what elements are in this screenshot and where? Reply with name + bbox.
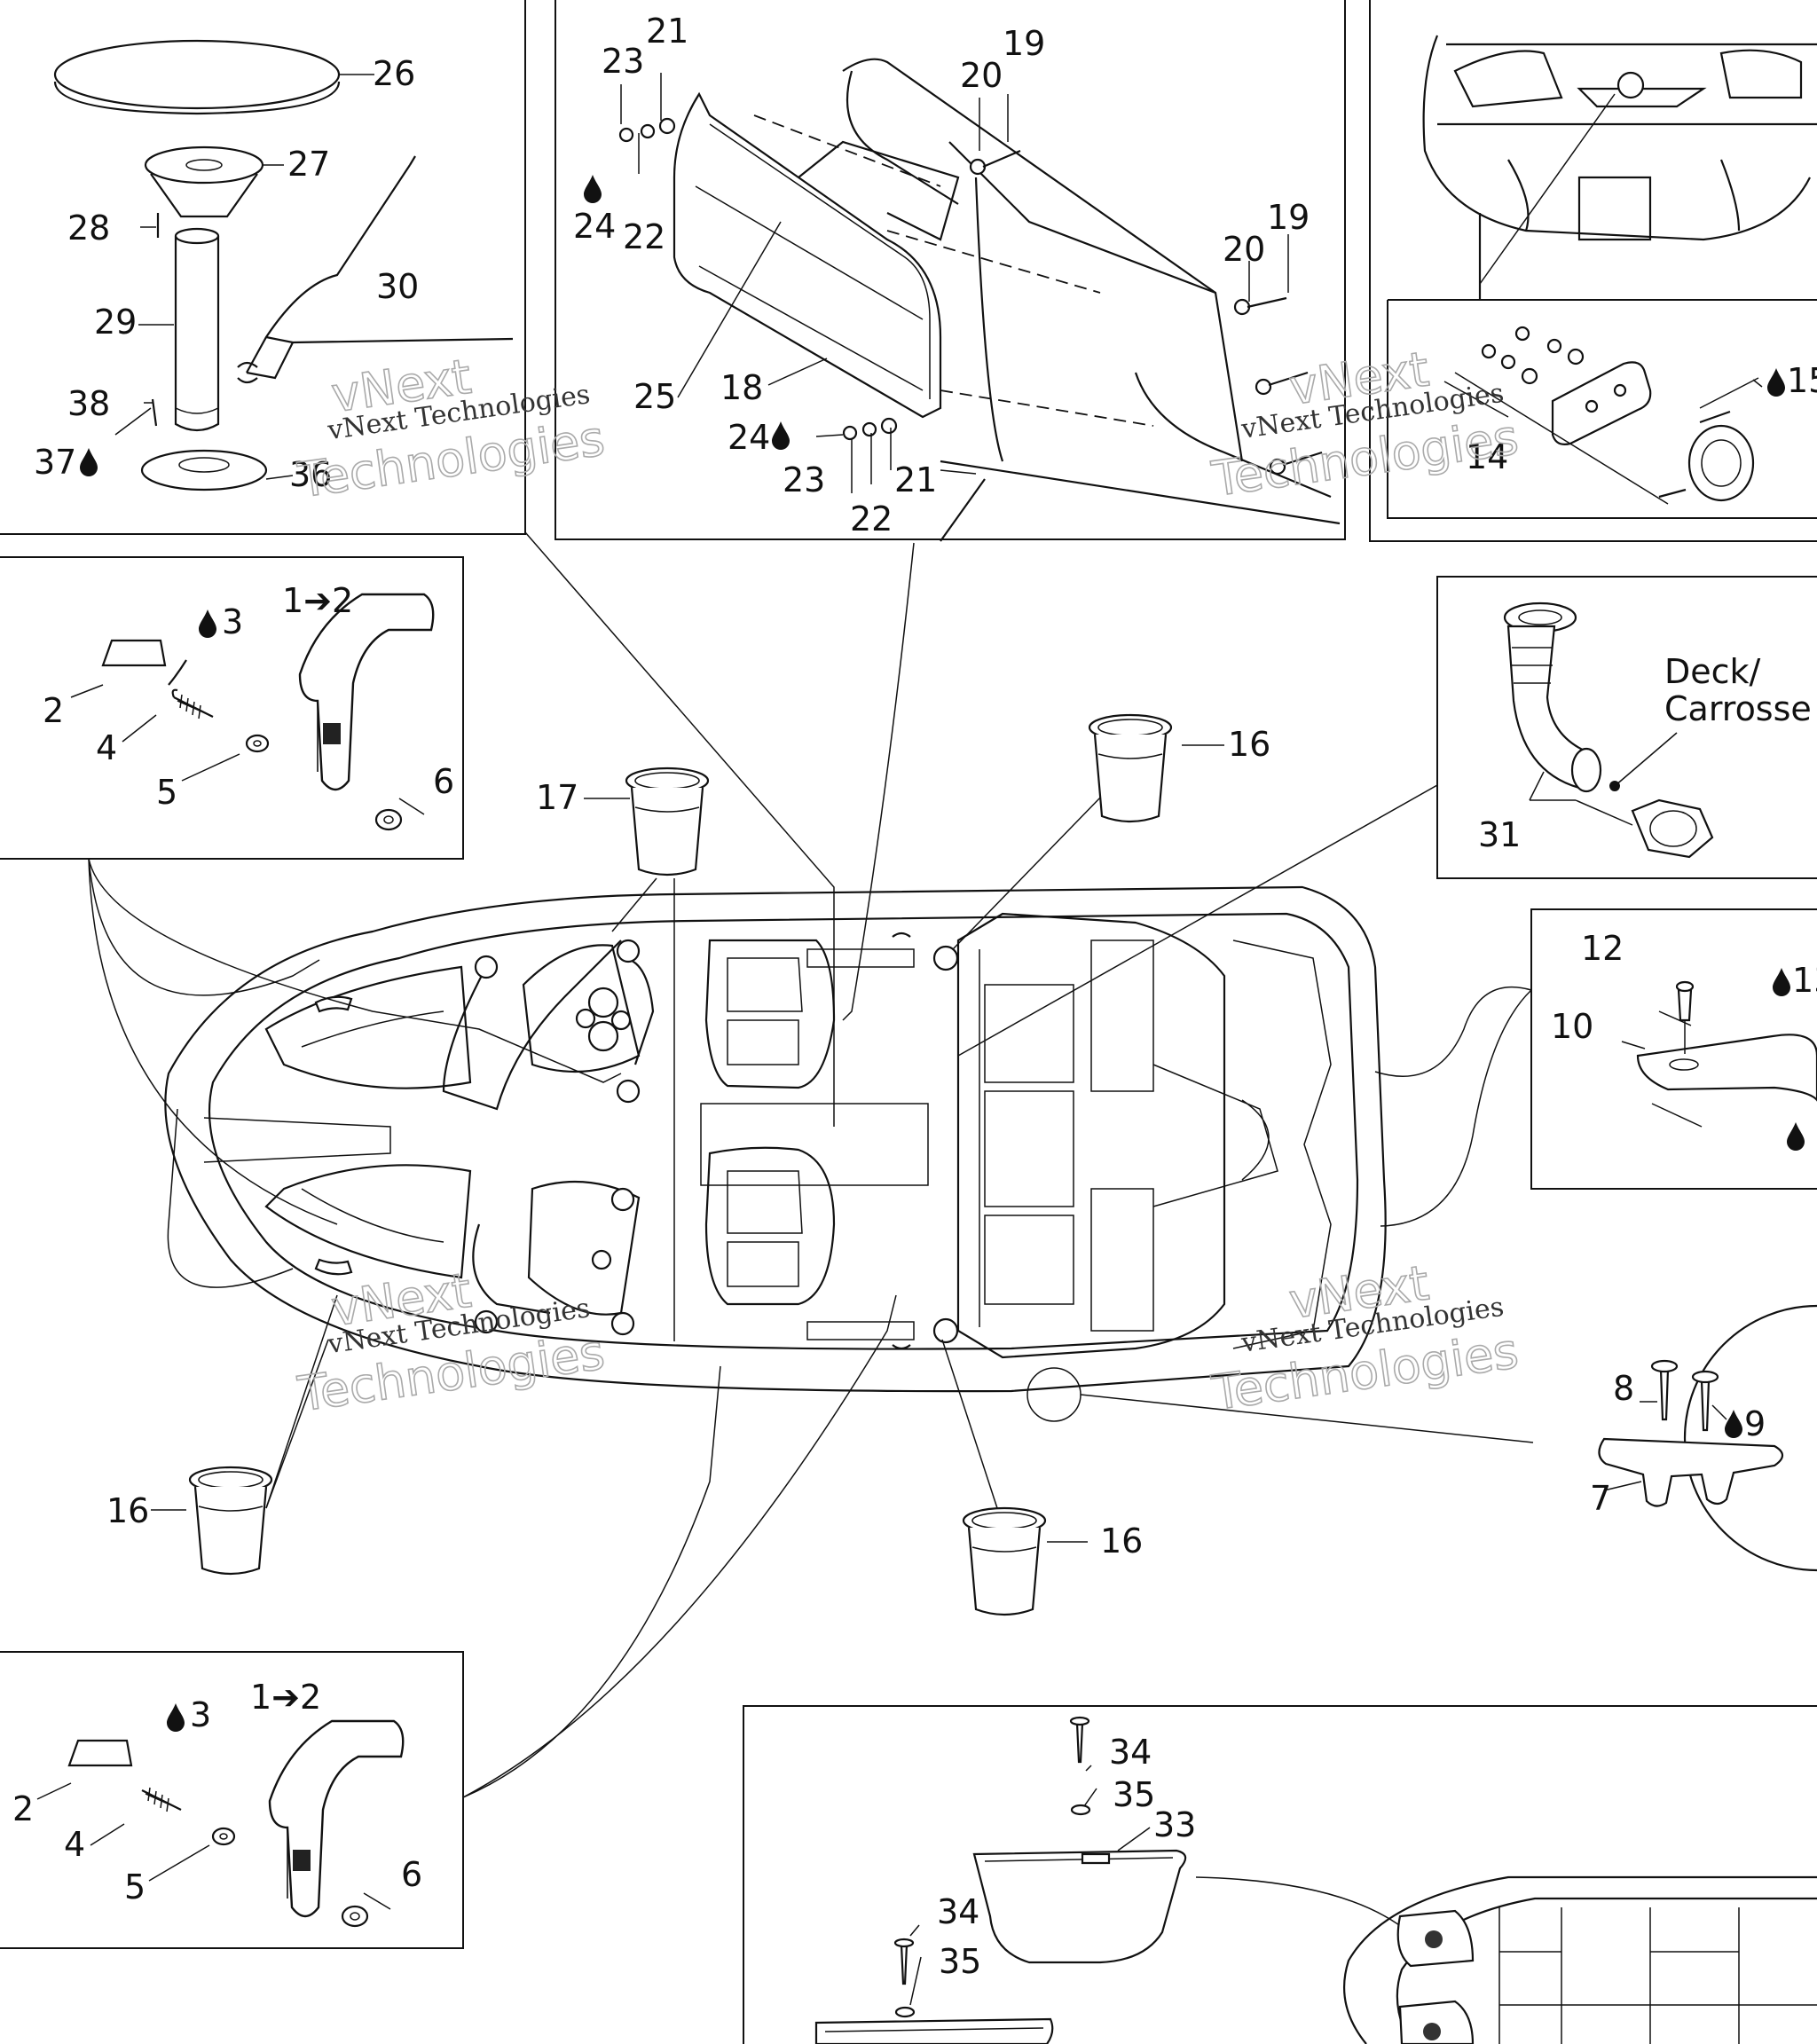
table-base-floor [140, 449, 268, 491]
deck-cupholders [474, 939, 959, 1344]
label-14: 14 [1466, 437, 1508, 476]
label-12: 12 [1581, 929, 1624, 968]
label-19a: 19 [1003, 24, 1045, 63]
label-36: 36 [289, 455, 332, 494]
cleat-detail [1598, 1359, 1784, 1507]
hardware-right [969, 149, 1323, 476]
label-6a: 6 [433, 762, 454, 801]
label-18: 18 [720, 368, 763, 407]
liquid-drop-icon-3b [167, 1703, 185, 1732]
label-23b: 23 [783, 460, 825, 499]
label-3b: 3 [190, 1695, 211, 1734]
label-24b: 24 [728, 418, 770, 457]
cupholder-17 [625, 766, 710, 877]
liquid-drop-icon-11 [1787, 1122, 1805, 1151]
liquid-drop-icon-37 [80, 448, 98, 476]
grab-handle-detail-upper [101, 593, 435, 831]
label-20b: 20 [1223, 230, 1265, 269]
cupholder-16a [1088, 713, 1173, 823]
label-7: 7 [1590, 1479, 1611, 1518]
label-4a: 4 [96, 728, 117, 767]
liquid-drop-icon-15 [1767, 368, 1785, 397]
label-26: 26 [373, 54, 415, 93]
boat-inset [1343, 1875, 1817, 2044]
boat-hull [164, 885, 1387, 1393]
label-16c: 16 [1100, 1521, 1143, 1561]
liquid-drop-icon-9 [1725, 1410, 1742, 1438]
label-4b: 4 [64, 1825, 85, 1864]
label-25: 25 [633, 377, 676, 416]
screw-38 [151, 398, 158, 427]
label-23a: 23 [602, 42, 644, 81]
label-27: 27 [287, 145, 330, 184]
label-21a: 21 [646, 12, 688, 51]
label-2a: 2 [43, 691, 64, 730]
watermark-right: vNext vNext Technologies Technologies [1207, 341, 1522, 508]
cupholder-16b [188, 1466, 273, 1576]
stern-light-detail [1443, 326, 1755, 505]
label-16a: 16 [1228, 725, 1270, 764]
label-15: 15 [1787, 361, 1817, 400]
deck-note-line1: Deck/ [1664, 652, 1761, 691]
drain-fitting [1503, 601, 1714, 859]
label-31: 31 [1478, 815, 1521, 854]
drain-nut [1631, 798, 1714, 859]
label-34a: 34 [1109, 1733, 1152, 1772]
hardware-bottom-left [842, 417, 898, 441]
label-22b: 22 [850, 499, 893, 539]
deck-note-line2: Carrosse [1664, 689, 1812, 728]
label-33: 33 [1153, 1805, 1196, 1844]
label-1to2a: 1➔2 [282, 581, 353, 620]
label-1to2b: 1➔2 [250, 1678, 321, 1717]
label-24a: 24 [573, 207, 616, 246]
leader-lines [36, 73, 1763, 2006]
screws-34 [893, 1716, 1091, 2018]
label-30: 30 [376, 267, 419, 306]
label-2b: 2 [12, 1789, 34, 1828]
hardware-top-left [618, 117, 676, 143]
label-8: 8 [1613, 1369, 1634, 1408]
label-37: 37 [34, 443, 76, 482]
label-35b: 35 [939, 1942, 981, 1981]
liquid-drop-icon-3a [199, 609, 216, 638]
label-28: 28 [67, 208, 110, 248]
side-panel-assembly [618, 58, 1341, 542]
watermark-right-low: vNext vNext Technologies Technologies [1207, 1254, 1522, 1422]
table-post [174, 227, 220, 432]
bungee-cord [237, 155, 514, 384]
callout-labels: 26 27 28 29 30 38 37 36 23 21 24 22 25 1… [12, 12, 1817, 1981]
label-22a: 22 [623, 217, 665, 256]
liquid-drop-icon-24b [772, 421, 790, 450]
bracket-detail [1636, 980, 1817, 1102]
storage-tray [814, 1716, 1412, 2044]
label-10: 10 [1551, 1007, 1593, 1046]
table-base-top [144, 145, 264, 218]
grab-handle-detail-lower [67, 1719, 405, 1928]
label-16b: 16 [106, 1491, 149, 1530]
label-34b: 34 [937, 1892, 979, 1931]
label-19b: 19 [1267, 198, 1310, 237]
label-38: 38 [67, 384, 110, 423]
label-9: 9 [1744, 1404, 1766, 1443]
cleat-detail-circle [1683, 1304, 1817, 1572]
liquid-drop-icon-13 [1773, 968, 1790, 996]
stern-view [1422, 35, 1817, 300]
liquid-drop-icon-24a [584, 175, 602, 203]
label-17: 17 [536, 778, 578, 817]
label-29: 29 [94, 303, 137, 342]
label-21b: 21 [894, 460, 937, 499]
label-20a: 20 [960, 56, 1003, 95]
label-35a: 35 [1113, 1775, 1155, 1814]
label-5b: 5 [124, 1867, 146, 1906]
cupholder-16c [962, 1506, 1047, 1616]
label-6b: 6 [401, 1855, 422, 1894]
label-5a: 5 [156, 773, 177, 812]
watermark-left: vNext vNext Technologies Technologies [294, 348, 609, 509]
table-assembly [53, 39, 514, 491]
label-13: 13 [1792, 961, 1817, 1000]
label-3a: 3 [222, 602, 243, 641]
